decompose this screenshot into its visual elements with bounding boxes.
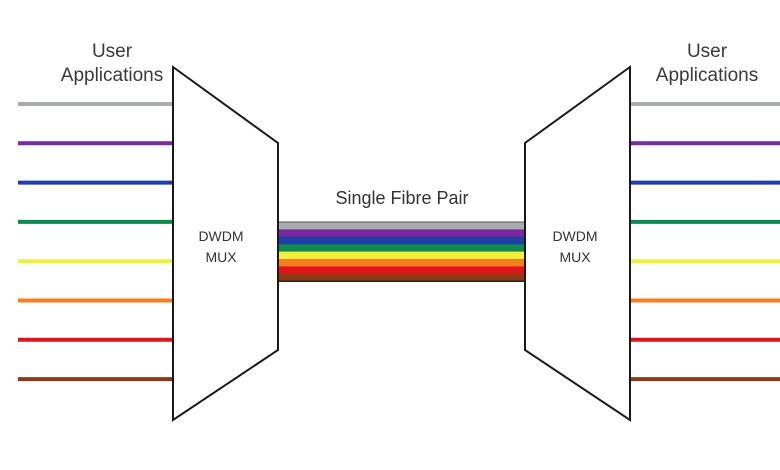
right-label-line1: User: [686, 41, 728, 62]
left-channel-lines: [18, 102, 174, 382]
right-dwdm-mux-label: DWDM MUX: [535, 226, 615, 268]
fibre-band: [278, 236, 525, 245]
fibre-band: [278, 259, 525, 267]
left-label-line2: Applications: [60, 64, 164, 86]
single-fibre-pair-label: Single Fibre Pair: [335, 188, 469, 208]
fibre-band: [278, 266, 525, 275]
right-label-line2: Applications: [655, 64, 759, 86]
left-user-applications-label: User Applications: [27, 40, 197, 88]
fibre-band: [278, 222, 525, 230]
right-user-applications-label: User Applications: [622, 40, 780, 88]
fibre-band: [278, 273, 525, 282]
fibre-bundle: [278, 221, 525, 282]
left-mux-shape: [172, 65, 279, 422]
fibre-band: [278, 229, 525, 238]
left-mux-line1: DWDM: [198, 228, 244, 244]
fibre-band: [278, 251, 525, 260]
left-label-line1: User: [91, 41, 133, 62]
right-mux-line1: DWDM: [552, 228, 598, 244]
fibre-band: [278, 244, 525, 252]
left-mux-line2: MUX: [205, 249, 237, 265]
right-channel-lines: [630, 102, 780, 382]
left-dwdm-mux-label: DWDM MUX: [181, 226, 261, 268]
right-mux-line2: MUX: [559, 249, 591, 265]
right-mux-shape: [524, 65, 631, 422]
